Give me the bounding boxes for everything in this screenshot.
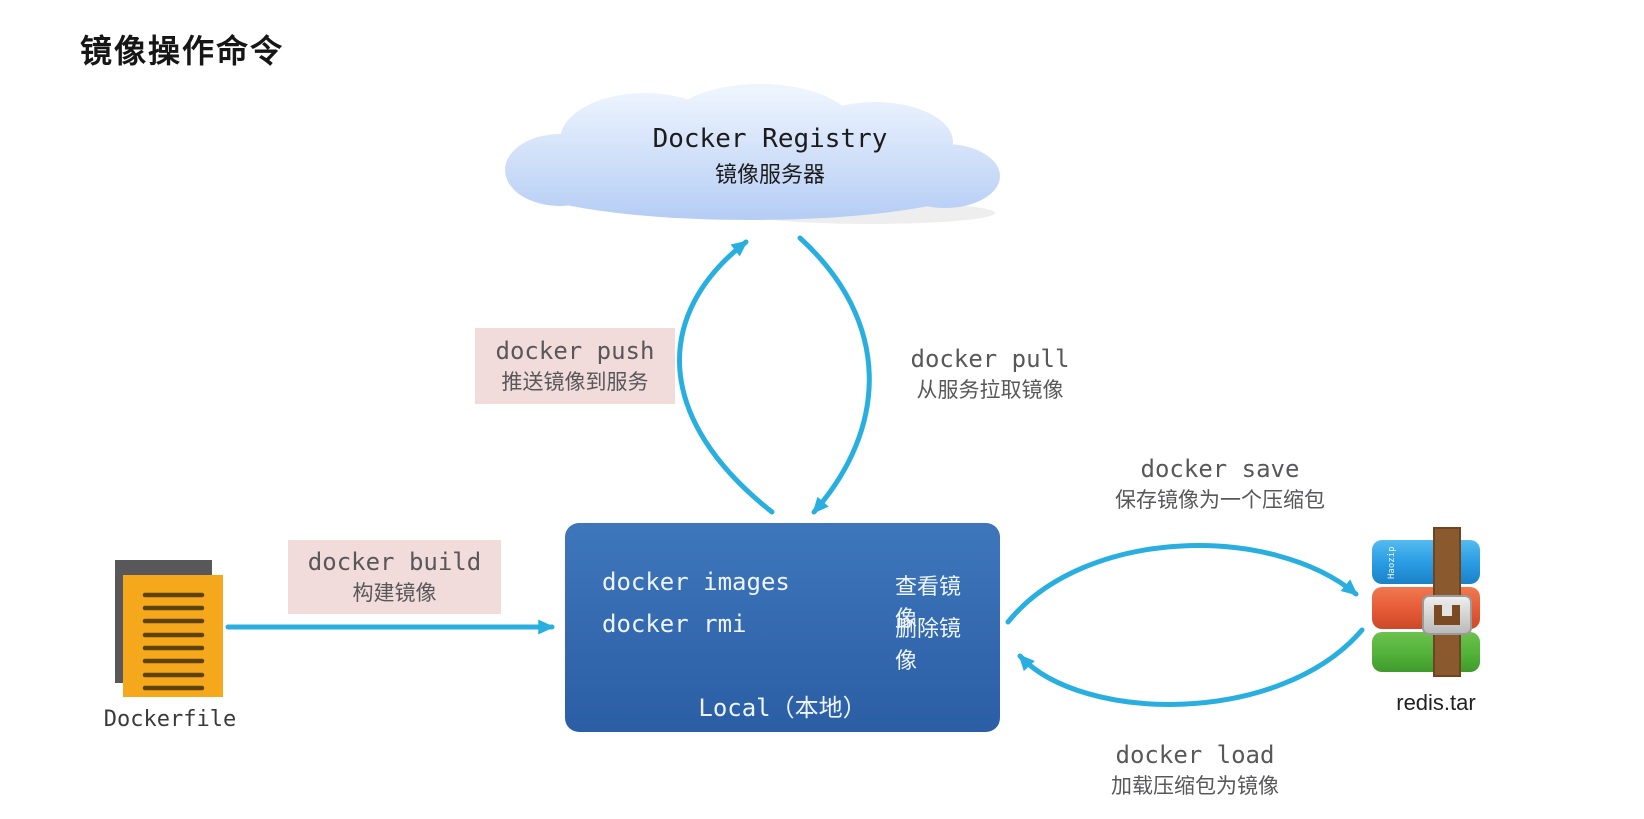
pull-label: docker pull 从服务拉取镜像 [880, 342, 1100, 406]
archive-label: redis.tar [1396, 690, 1476, 715]
registry-cloud-label: Docker Registry 镜像服务器 [610, 124, 930, 189]
push-arrow [677, 239, 775, 515]
load-command: docker load [1115, 741, 1275, 769]
load-arrow [1017, 627, 1365, 707]
load-label: docker load 加载压缩包为镜像 [1075, 738, 1315, 802]
build-label: docker build 构建镜像 [288, 540, 501, 614]
page-title: 镜像操作命令 [80, 33, 285, 69]
registry-title: Docker Registry [652, 124, 888, 154]
load-desc: 加载压缩包为镜像 [1111, 775, 1279, 799]
local-box-row-rmi: docker rmi 删除镜像 [602, 610, 982, 673]
archive-buckle [1422, 595, 1472, 635]
archive-logo-text: Haozip [1387, 546, 1397, 579]
save-label: docker save 保存镜像为一个压缩包 [1080, 452, 1360, 516]
rmi-desc: 删除镜像 [895, 616, 962, 673]
archive-icon: Haozip [1372, 527, 1480, 677]
build-command: docker build [307, 548, 482, 576]
archive-green-book [1372, 632, 1480, 672]
dockerfile-label: Dockerfile [103, 707, 237, 732]
save-desc: 保存镜像为一个压缩包 [1115, 489, 1325, 513]
push-desc: 推送镜像到服务 [501, 371, 649, 395]
local-box-caption: Local（本地） [698, 694, 867, 722]
local-box: docker images 查看镜像 docker rmi 删除镜像 Local… [565, 523, 1000, 732]
push-label: docker push 推送镜像到服务 [475, 328, 675, 404]
pull-arrow [797, 235, 872, 515]
registry-subtitle: 镜像服务器 [714, 162, 825, 187]
dockerfile-text-lines [142, 592, 205, 691]
pull-desc: 从服务拉取镜像 [916, 379, 1064, 403]
build-desc: 构建镜像 [352, 582, 437, 606]
images-command: docker images [602, 568, 790, 596]
pull-command: docker pull [910, 345, 1070, 373]
save-command: docker save [1140, 455, 1300, 483]
dockerfile-icon [115, 560, 223, 697]
save-arrow [1005, 543, 1359, 625]
local-box-row-images: docker images 查看镜像 [602, 568, 982, 631]
rmi-command: docker rmi [602, 610, 747, 638]
images-desc: 查看镜像 [895, 574, 962, 631]
push-command: docker push [495, 337, 655, 365]
docker-registry-cloud [505, 84, 1000, 224]
